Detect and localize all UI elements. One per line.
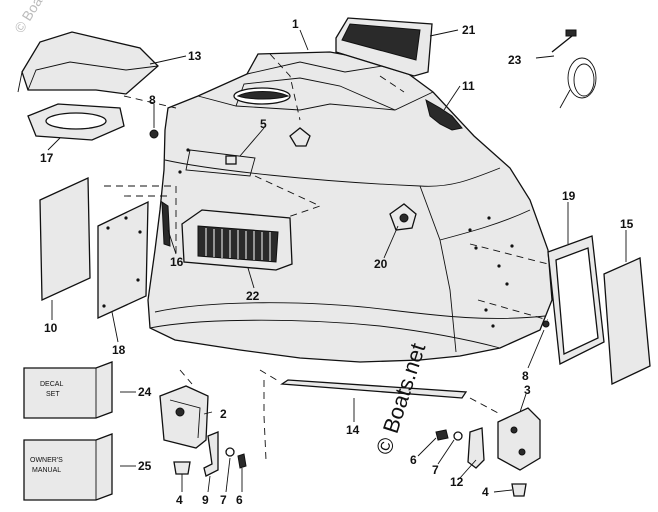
callout-7-left: 7: [220, 493, 227, 507]
decal-box-line2: SET: [46, 391, 60, 398]
leader-lines: [47, 29, 627, 493]
callout-23: 23: [508, 53, 522, 67]
callout-6-left: 6: [236, 493, 243, 507]
decal-set-box: DECAL SET: [23, 361, 113, 419]
manual-box-line2: MANUAL: [32, 467, 61, 474]
callout-10: 10: [44, 321, 58, 335]
part-5-latch: [225, 127, 311, 165]
part-21-top-vent: [335, 17, 433, 77]
callout-9: 9: [202, 493, 209, 507]
part-13-top-cover: [17, 31, 159, 95]
callout-4-left: 4: [176, 493, 183, 507]
part-3-bracket: [497, 407, 541, 471]
manual-box-line1: OWNER'S: [30, 457, 63, 464]
part-10-panel: [39, 176, 91, 302]
callout-5: 5: [260, 117, 267, 131]
hardware: [149, 129, 550, 497]
callout-18: 18: [112, 343, 126, 357]
part-15-panel: [603, 257, 651, 385]
callout-13: 13: [188, 49, 202, 63]
callout-20: 20: [374, 257, 388, 271]
callout-15: 15: [620, 217, 634, 231]
callout-17: 17: [40, 151, 54, 165]
callout-22: 22: [246, 289, 260, 303]
callout-8-right: 8: [522, 369, 529, 383]
motor-cover: [147, 51, 553, 363]
callout-21: 21: [462, 23, 476, 37]
watermark-corner: © Boats.net: [11, 0, 64, 36]
callout-24: 24: [138, 385, 152, 399]
callout-14: 14: [346, 423, 360, 437]
part-20-plug: [389, 203, 417, 231]
callout-16: 16: [170, 255, 184, 269]
callout-8-top: 8: [149, 93, 156, 107]
part-14-strip: [280, 379, 468, 399]
callout-25: 25: [138, 459, 152, 473]
callout-3: 3: [524, 383, 531, 397]
part-22-front-grille: [181, 209, 293, 271]
callout-numbers: 1 21 23 11 13 8 5 17 10 18 16 22 20 19 1…: [40, 17, 634, 507]
callout-12: 12: [450, 475, 464, 489]
part-18-panel: [97, 200, 149, 320]
part-17-seal: [27, 103, 125, 141]
callout-6-right: 6: [410, 453, 417, 467]
callout-11: 11: [462, 79, 475, 93]
owners-manual-box: OWNER'S MANUAL: [23, 433, 113, 501]
assembly-lines: [104, 53, 549, 461]
callout-2: 2: [220, 407, 227, 421]
callout-4-right: 4: [482, 485, 489, 499]
decal-box-line1: DECAL: [40, 381, 63, 388]
callout-19: 19: [562, 189, 576, 203]
part-2-bracket: [159, 385, 209, 449]
part-16-trim: [161, 201, 171, 247]
callout-7-right: 7: [432, 463, 439, 477]
callout-1: 1: [292, 17, 299, 31]
part-23-cable: [551, 29, 597, 109]
part-19-frame: [547, 235, 605, 366]
